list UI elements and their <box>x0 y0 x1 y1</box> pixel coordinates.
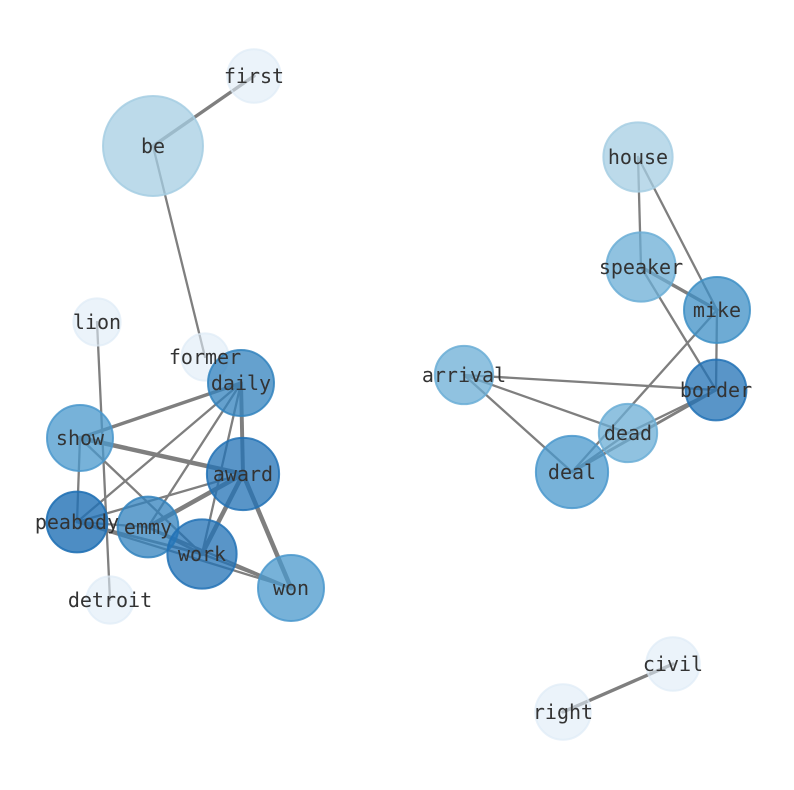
node-house[interactable] <box>602 121 674 193</box>
node-work[interactable] <box>166 518 238 590</box>
node-label-won: won <box>273 576 309 600</box>
node-right[interactable] <box>534 683 592 741</box>
node-detroit[interactable] <box>85 575 135 625</box>
nodes-layer <box>45 48 751 741</box>
node-civil[interactable] <box>645 636 701 692</box>
node-label-emmy: emmy <box>124 515 172 539</box>
node-label-lion: lion <box>73 310 121 334</box>
node-label-house: house <box>608 145 668 169</box>
edge-daily-peabody <box>75 381 243 524</box>
node-first[interactable] <box>226 48 282 104</box>
node-label-right: right <box>533 700 593 724</box>
node-label-be: be <box>141 134 165 158</box>
node-label-first: first <box>224 64 284 88</box>
node-label-work: work <box>178 542 226 566</box>
node-won[interactable] <box>257 554 325 622</box>
node-label-daily: daily <box>211 371 271 395</box>
node-show[interactable] <box>46 404 114 472</box>
node-speaker[interactable] <box>605 231 677 303</box>
node-lion[interactable] <box>72 297 122 347</box>
node-label-show: show <box>56 426 105 450</box>
node-label-peabody: peabody <box>35 510 119 534</box>
node-label-detroit: detroit <box>68 588 152 612</box>
node-label-civil: civil <box>643 652 703 676</box>
node-label-arrival: arrival <box>422 363 506 387</box>
node-dead[interactable] <box>597 402 659 464</box>
node-mike[interactable] <box>683 276 751 344</box>
node-label-speaker: speaker <box>599 255 683 279</box>
node-emmy[interactable] <box>116 495 180 559</box>
node-award[interactable] <box>205 436 281 512</box>
node-arrival[interactable] <box>433 344 495 406</box>
node-be[interactable] <box>102 95 204 197</box>
node-label-deal: deal <box>548 460 596 484</box>
node-label-former: former <box>169 345 241 369</box>
node-label-border: border <box>680 378 752 402</box>
node-label-dead: dead <box>604 421 652 445</box>
node-daily[interactable] <box>207 349 275 417</box>
edge-arrival-border <box>462 373 718 392</box>
node-label-award: award <box>213 462 273 486</box>
labels-layer: be first former lion detroit daily show award pe… <box>35 64 752 724</box>
node-deal[interactable] <box>534 434 610 510</box>
node-label-mike: mike <box>693 298 741 322</box>
node-peabody[interactable] <box>45 490 109 554</box>
node-border[interactable] <box>684 358 748 422</box>
